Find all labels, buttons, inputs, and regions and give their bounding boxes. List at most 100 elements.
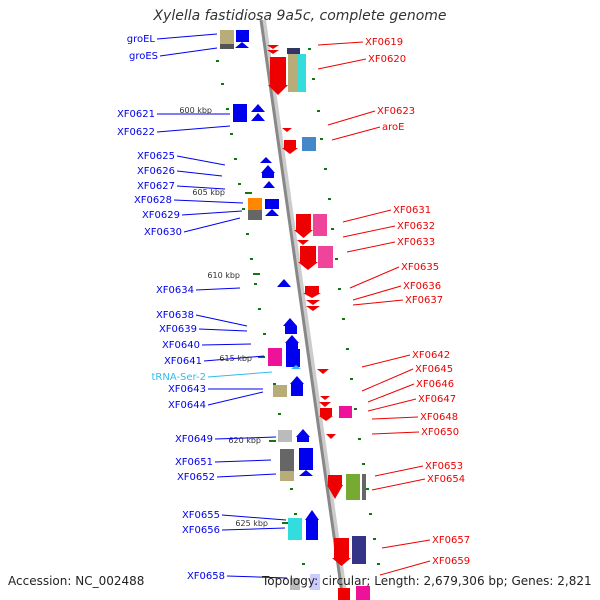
gene-block[interactable] <box>248 198 262 210</box>
gene-arrow-forward[interactable] <box>291 365 301 369</box>
gene-block[interactable] <box>220 44 234 49</box>
gene-arrow-reverse[interactable] <box>267 45 279 49</box>
gene-label-forward[interactable]: XF0652 <box>177 472 215 483</box>
gene-label-forward[interactable]: groEL <box>127 34 156 45</box>
rna-label[interactable]: tRNA-Ser-2 <box>151 372 206 383</box>
gene-block[interactable] <box>278 430 292 442</box>
gene-label-reverse[interactable]: XF0633 <box>397 237 435 248</box>
gene-label-forward[interactable]: XF0629 <box>142 210 180 221</box>
gene-block[interactable] <box>280 471 294 481</box>
gene-label-forward[interactable]: XF0639 <box>159 324 197 335</box>
gene-block[interactable] <box>262 172 274 178</box>
gene-label-reverse[interactable]: XF0650 <box>421 427 459 438</box>
gene-block[interactable] <box>284 140 296 148</box>
gene-label-reverse[interactable]: XF0632 <box>397 221 435 232</box>
gene-label-reverse[interactable]: XF0659 <box>432 556 470 567</box>
gene-label-forward[interactable]: XF0649 <box>175 434 213 445</box>
gene-block[interactable] <box>286 349 300 367</box>
gene-label-forward[interactable]: XF0625 <box>137 151 175 162</box>
gene-arrow-reverse[interactable] <box>298 262 318 270</box>
gene-arrow-reverse[interactable] <box>327 485 343 499</box>
gene-label-forward[interactable]: XF0658 <box>187 571 225 582</box>
gene-label-reverse[interactable]: XF0647 <box>418 394 456 405</box>
gene-arrow-reverse[interactable] <box>306 306 320 311</box>
gene-block[interactable] <box>273 385 287 397</box>
gene-arrow-forward[interactable] <box>251 104 265 112</box>
gene-block[interactable] <box>300 246 316 262</box>
gene-label-forward[interactable]: groES <box>129 51 158 62</box>
gene-arrow-forward[interactable] <box>277 279 291 287</box>
gene-label-forward[interactable]: XF0621 <box>117 109 155 120</box>
gene-block[interactable] <box>346 474 360 500</box>
gene-block[interactable] <box>334 538 349 558</box>
gene-arrow-reverse[interactable] <box>297 240 309 245</box>
gene-block[interactable] <box>338 588 350 600</box>
gene-arrow-reverse[interactable] <box>332 558 351 566</box>
gene-label-reverse[interactable]: XF0635 <box>401 262 439 273</box>
gene-block[interactable] <box>339 406 352 418</box>
gene-label-reverse[interactable]: XF0648 <box>420 412 458 423</box>
gene-block[interactable] <box>352 536 366 564</box>
gene-block[interactable] <box>313 214 327 236</box>
gene-block[interactable] <box>296 214 311 230</box>
gene-arrow-reverse[interactable] <box>306 300 320 305</box>
gene-label-reverse[interactable]: XF0637 <box>405 295 443 306</box>
gene-label-forward[interactable]: XF0644 <box>168 400 206 411</box>
gene-label-forward[interactable]: XF0626 <box>137 166 175 177</box>
gene-block[interactable] <box>287 48 300 54</box>
gene-block[interactable] <box>270 57 286 85</box>
gene-label-reverse[interactable]: XF0619 <box>365 37 403 48</box>
gene-label-reverse[interactable]: XF0642 <box>412 350 450 361</box>
gene-arrow-reverse[interactable] <box>303 293 321 298</box>
gene-block[interactable] <box>288 54 298 92</box>
gene-block[interactable] <box>306 520 318 540</box>
gene-block[interactable] <box>305 286 319 293</box>
gene-arrow-forward[interactable] <box>265 209 279 216</box>
gene-label-forward[interactable]: XF0655 <box>182 510 220 521</box>
gene-arrow-forward[interactable] <box>251 113 265 121</box>
gene-block[interactable] <box>297 437 309 442</box>
gene-arrow-reverse[interactable] <box>267 50 279 54</box>
gene-block[interactable] <box>299 448 313 470</box>
gene-label-reverse[interactable]: XF0620 <box>368 54 406 65</box>
gene-arrow-reverse[interactable] <box>268 85 288 95</box>
gene-block[interactable] <box>302 137 316 151</box>
gene-block[interactable] <box>248 210 262 220</box>
gene-arrow-forward[interactable] <box>235 42 249 48</box>
gene-label-forward[interactable]: XF0628 <box>134 195 172 206</box>
gene-arrow-reverse[interactable] <box>282 128 292 132</box>
gene-label-reverse[interactable]: XF0653 <box>425 461 463 472</box>
gene-block[interactable] <box>320 408 332 416</box>
gene-block[interactable] <box>288 518 302 540</box>
gene-label-forward[interactable]: XF0643 <box>168 384 206 395</box>
gene-label-forward[interactable]: XF0641 <box>164 356 202 367</box>
gene-label-reverse[interactable]: XF0631 <box>393 205 431 216</box>
gene-label-reverse[interactable]: aroE <box>382 122 404 133</box>
gene-arrow-forward[interactable] <box>283 318 297 326</box>
gene-block[interactable] <box>286 343 298 349</box>
gene-label-reverse[interactable]: XF0654 <box>427 474 465 485</box>
gene-block[interactable] <box>318 246 333 268</box>
gene-block[interactable] <box>265 199 279 209</box>
gene-block[interactable] <box>298 54 306 92</box>
gene-block[interactable] <box>356 586 370 600</box>
gene-arrow-reverse[interactable] <box>326 434 336 439</box>
gene-arrow-reverse[interactable] <box>319 416 333 421</box>
gene-label-forward[interactable]: XF0634 <box>156 285 194 296</box>
gene-arrow-reverse[interactable] <box>294 230 313 238</box>
gene-label-forward[interactable]: XF0640 <box>162 340 200 351</box>
gene-block[interactable] <box>362 474 366 500</box>
gene-block[interactable] <box>268 348 282 366</box>
gene-label-forward[interactable]: XF0638 <box>156 310 194 321</box>
gene-arrow-forward[interactable] <box>299 470 313 476</box>
gene-block[interactable] <box>236 30 249 42</box>
gene-block[interactable] <box>310 574 320 590</box>
gene-label-forward[interactable]: XF0656 <box>182 525 220 536</box>
gene-arrow-reverse[interactable] <box>317 369 329 374</box>
gene-arrow-forward[interactable] <box>263 181 275 188</box>
gene-arrow-forward[interactable] <box>305 510 319 520</box>
gene-block[interactable] <box>285 326 297 334</box>
gene-arrow-forward[interactable] <box>261 165 275 173</box>
gene-block[interactable] <box>233 104 247 122</box>
gene-arrow-reverse[interactable] <box>282 148 298 154</box>
